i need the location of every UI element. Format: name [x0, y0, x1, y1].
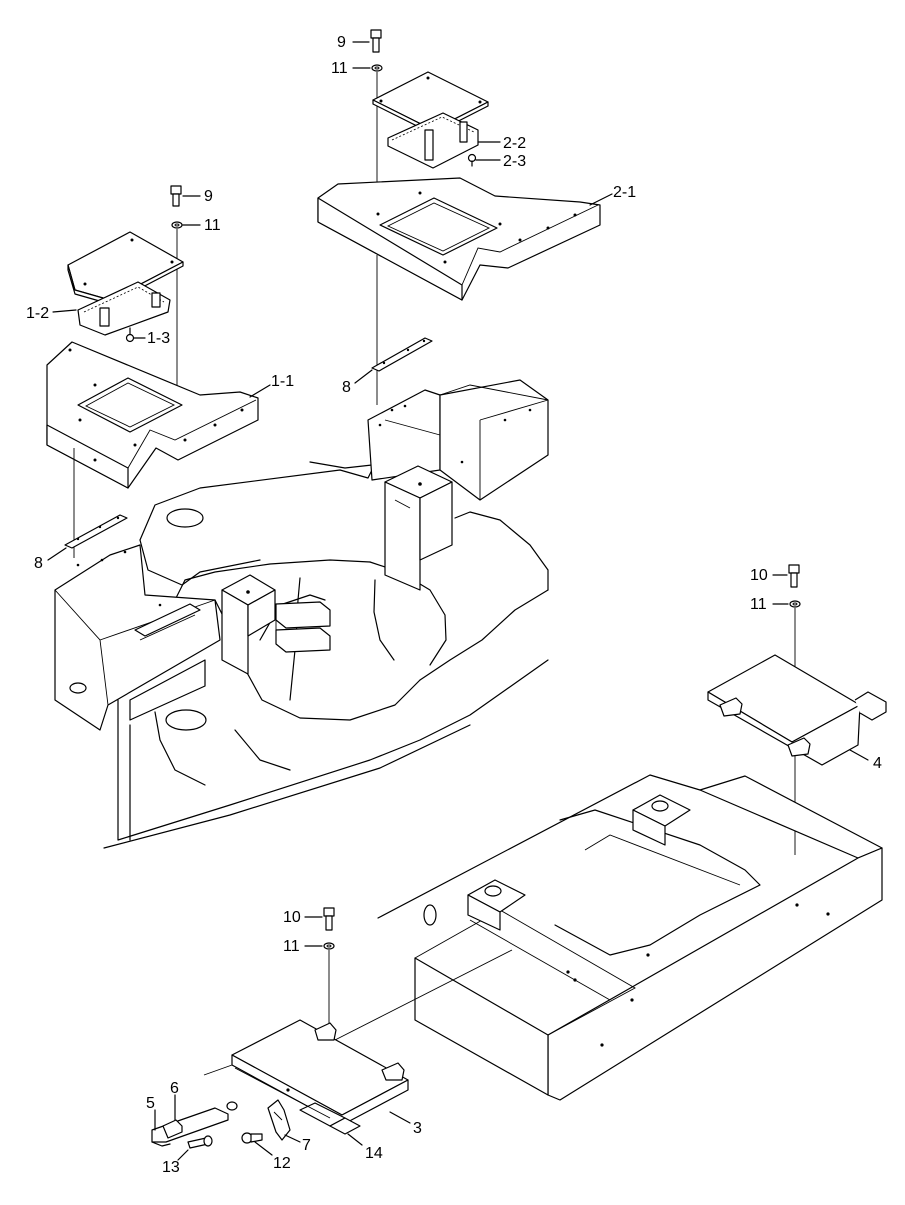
bolt-10-bottom [323, 907, 335, 931]
bolt-13 [187, 1135, 213, 1149]
callout-9-left: 9 [204, 188, 213, 205]
rod-5-6 [151, 1101, 238, 1147]
washer-11-left [171, 221, 183, 229]
washer-11-top [371, 64, 383, 72]
callout-11-bottom: 11 [283, 938, 300, 955]
callout-7: 7 [302, 1137, 311, 1154]
callout-14: 14 [365, 1145, 383, 1162]
support-plate-1-2 [77, 281, 171, 336]
bracket-strip-8-left [64, 514, 128, 549]
battery-box-lug-lower [423, 879, 526, 931]
center-riser [384, 465, 453, 591]
battery-box-lug-upper [632, 794, 691, 846]
screw-12 [241, 1132, 263, 1144]
support-plate-2-2 [387, 112, 479, 169]
callout-13: 13 [162, 1159, 180, 1176]
callout-1-1: 1-1 [271, 373, 294, 390]
battery-box [377, 774, 883, 1101]
bolt-10-right [788, 564, 800, 588]
washer-11-right [789, 600, 801, 608]
callout-9-top: 9 [337, 34, 346, 51]
washer-11-bottom [323, 942, 335, 950]
bolt-9-left [170, 185, 182, 207]
left-pedestal [54, 544, 221, 731]
callout-8-mid: 8 [342, 379, 351, 396]
screw-2-3 [467, 153, 477, 167]
callout-5: 5 [146, 1095, 155, 1112]
bolt-9-top [370, 29, 382, 53]
callout-10-bottom: 10 [283, 909, 301, 926]
callout-11-left: 11 [204, 217, 221, 234]
plate-14 [329, 1117, 361, 1135]
seat-base-1-1 [46, 341, 259, 489]
callout-1-2: 1-2 [26, 305, 49, 322]
main-frame [103, 461, 549, 849]
latch-7 [267, 1099, 291, 1141]
callout-6: 6 [170, 1080, 179, 1097]
callout-2-3: 2-3 [503, 153, 526, 170]
screw-1-3 [125, 327, 135, 343]
center-pedestal [367, 379, 549, 501]
battery-cover-4 [707, 654, 887, 766]
callout-8-left: 8 [34, 555, 43, 572]
callout-12: 12 [273, 1155, 291, 1172]
callout-1-3: 1-3 [147, 330, 170, 347]
callout-10-right: 10 [750, 567, 768, 584]
battery-cover-3 [203, 1019, 409, 1127]
callout-11-right: 11 [750, 596, 767, 613]
callout-3: 3 [413, 1120, 422, 1137]
left-riser [221, 574, 276, 675]
callout-2-2: 2-2 [503, 135, 526, 152]
seat-base-2-1 [317, 177, 601, 301]
callout-4: 4 [873, 755, 882, 772]
callout-11-top: 11 [331, 60, 348, 77]
callout-2-1: 2-1 [613, 184, 636, 201]
bracket-strip-8-mid [371, 337, 433, 372]
